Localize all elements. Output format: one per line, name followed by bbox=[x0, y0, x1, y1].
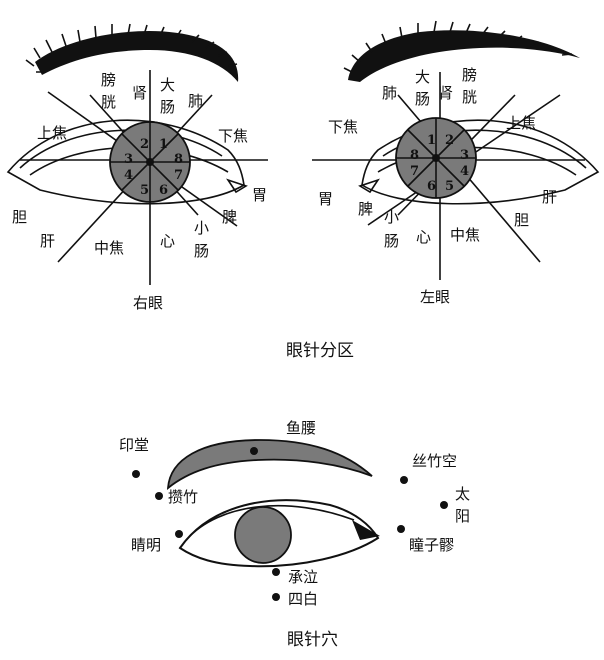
right-sector-7: 7 bbox=[174, 168, 183, 183]
left-label-zhongjiao: 中焦 bbox=[450, 226, 480, 244]
left-eye-sector-numbers: 1 2 3 4 5 6 7 8 bbox=[410, 133, 469, 194]
point-taiyang-label-2: 阳 bbox=[455, 507, 470, 525]
point-taiyang-label-1: 太 bbox=[455, 485, 470, 503]
point-zanzhu-label: 攒竹 bbox=[168, 488, 198, 506]
right-label-xin: 心 bbox=[160, 232, 175, 250]
point-yintang-label: 印堂 bbox=[119, 436, 149, 454]
acupoint-figure: 鱼腰 印堂 丝竹空 攒竹 太 阳 睛明 瞳子髎 承泣 四白 bbox=[119, 419, 470, 608]
right-label-wei: 胃 bbox=[252, 186, 267, 204]
acupoint-eyebrow bbox=[166, 439, 373, 490]
acupoint-labels: 鱼腰 印堂 丝竹空 攒竹 太 阳 睛明 瞳子髎 承泣 四白 bbox=[119, 419, 470, 608]
left-label-xin: 心 bbox=[416, 228, 431, 246]
acupoint-dots bbox=[132, 447, 448, 601]
point-jingming-dot bbox=[175, 530, 183, 538]
acupoint-eye-corner bbox=[352, 520, 380, 540]
left-label-dan: 胆 bbox=[514, 211, 529, 229]
right-label-shangjiao: 上焦 bbox=[37, 124, 67, 142]
top-figure-caption: 眼针分区 bbox=[286, 341, 354, 361]
point-yintang-dot bbox=[132, 470, 140, 478]
right-eyebrow bbox=[25, 23, 239, 82]
left-sector-1: 1 bbox=[427, 133, 436, 148]
right-sector-6: 6 bbox=[159, 183, 168, 198]
left-label-fei: 肺 bbox=[382, 84, 397, 102]
left-eye-caption: 左眼 bbox=[420, 288, 450, 306]
left-label-shangjiao: 上焦 bbox=[506, 114, 536, 132]
left-label-xiaochang-2: 肠 bbox=[384, 232, 399, 250]
right-eye-outline bbox=[6, 119, 248, 205]
right-label-fei: 肺 bbox=[188, 92, 203, 110]
right-eye-sector-numbers: 1 2 3 4 5 6 7 8 bbox=[124, 137, 183, 198]
right-label-dan: 胆 bbox=[12, 208, 27, 226]
left-eyebrow bbox=[343, 20, 580, 83]
right-label-xiaochang-2: 肠 bbox=[194, 242, 209, 260]
left-sector-4: 4 bbox=[460, 164, 469, 179]
right-label-xiaochang-1: 小 bbox=[194, 219, 209, 237]
point-zanzhu-dot bbox=[155, 492, 163, 500]
point-jingming-label: 睛明 bbox=[131, 536, 161, 554]
left-label-pangguang-1: 膀 bbox=[462, 66, 477, 84]
point-sizhukong-label: 丝竹空 bbox=[412, 452, 457, 470]
point-yuyao-dot bbox=[250, 447, 258, 455]
left-sector-6: 6 bbox=[427, 179, 436, 194]
point-yuyao-label: 鱼腰 bbox=[286, 419, 316, 437]
left-label-gan: 肝 bbox=[542, 188, 557, 206]
right-label-dachang-1: 大 bbox=[160, 76, 175, 94]
right-eye-caption: 右眼 bbox=[133, 294, 163, 312]
left-label-pangguang-2: 胱 bbox=[462, 88, 477, 106]
right-label-pi: 脾 bbox=[222, 208, 237, 226]
right-sector-3: 3 bbox=[124, 152, 133, 167]
left-sector-5: 5 bbox=[445, 179, 454, 194]
left-eye-labels: 大 肠 肺 肾 膀 胱 下焦 上焦 胃 脾 小 肠 心 中焦 胆 肝 左眼 bbox=[318, 66, 557, 306]
point-sibai-label: 四白 bbox=[288, 590, 318, 608]
left-sector-7: 7 bbox=[410, 164, 419, 179]
right-eye-figure: 1 2 3 4 5 6 7 8 膀 胱 肾 大 肠 肺 上焦 下焦 胃 脾 小 … bbox=[6, 23, 268, 312]
left-label-xiaochang-1: 小 bbox=[384, 208, 399, 226]
right-label-shen: 肾 bbox=[132, 84, 147, 102]
right-sector-2: 2 bbox=[140, 137, 149, 152]
right-sector-5: 5 bbox=[140, 183, 149, 198]
left-label-xiajiao: 下焦 bbox=[328, 118, 358, 136]
right-label-zhongjiao: 中焦 bbox=[94, 239, 124, 257]
right-sector-4: 4 bbox=[124, 168, 133, 183]
left-label-wei: 胃 bbox=[318, 190, 333, 208]
left-eye-iris-sectors bbox=[396, 118, 476, 198]
left-label-dachang-2: 肠 bbox=[415, 90, 430, 108]
point-chengqi-dot bbox=[272, 568, 280, 576]
left-label-dachang-1: 大 bbox=[415, 68, 430, 86]
left-eye-figure: 1 2 3 4 5 6 7 8 大 肠 肺 肾 膀 胱 下焦 上焦 胃 脾 小 … bbox=[312, 20, 600, 306]
right-label-gan: 肝 bbox=[40, 232, 55, 250]
left-label-pi: 脾 bbox=[358, 200, 373, 218]
point-tongziliao-label: 瞳子髎 bbox=[409, 536, 454, 554]
point-tongziliao-dot bbox=[397, 525, 405, 533]
point-chengqi-label: 承泣 bbox=[288, 568, 318, 586]
point-taiyang-dot bbox=[440, 501, 448, 509]
right-label-pangguang-2: 胱 bbox=[101, 93, 116, 111]
right-sector-1: 1 bbox=[159, 137, 168, 152]
bottom-figure-caption: 眼针穴 bbox=[287, 630, 338, 650]
left-sector-3: 3 bbox=[460, 148, 469, 163]
left-label-shen: 肾 bbox=[438, 84, 453, 102]
right-eye-iris-sectors bbox=[110, 122, 190, 202]
point-sizhukong-dot bbox=[400, 476, 408, 484]
right-label-xiajiao: 下焦 bbox=[218, 127, 248, 145]
point-sibai-dot bbox=[272, 593, 280, 601]
right-sector-8: 8 bbox=[174, 152, 183, 167]
left-sector-2: 2 bbox=[445, 133, 454, 148]
acupoint-iris bbox=[234, 506, 292, 564]
right-eye-labels: 膀 胱 肾 大 肠 肺 上焦 下焦 胃 脾 小 肠 心 中焦 肝 胆 右眼 bbox=[12, 71, 267, 312]
left-sector-8: 8 bbox=[410, 148, 419, 163]
right-label-dachang-2: 肠 bbox=[160, 98, 175, 116]
right-label-pangguang-1: 膀 bbox=[101, 71, 116, 89]
